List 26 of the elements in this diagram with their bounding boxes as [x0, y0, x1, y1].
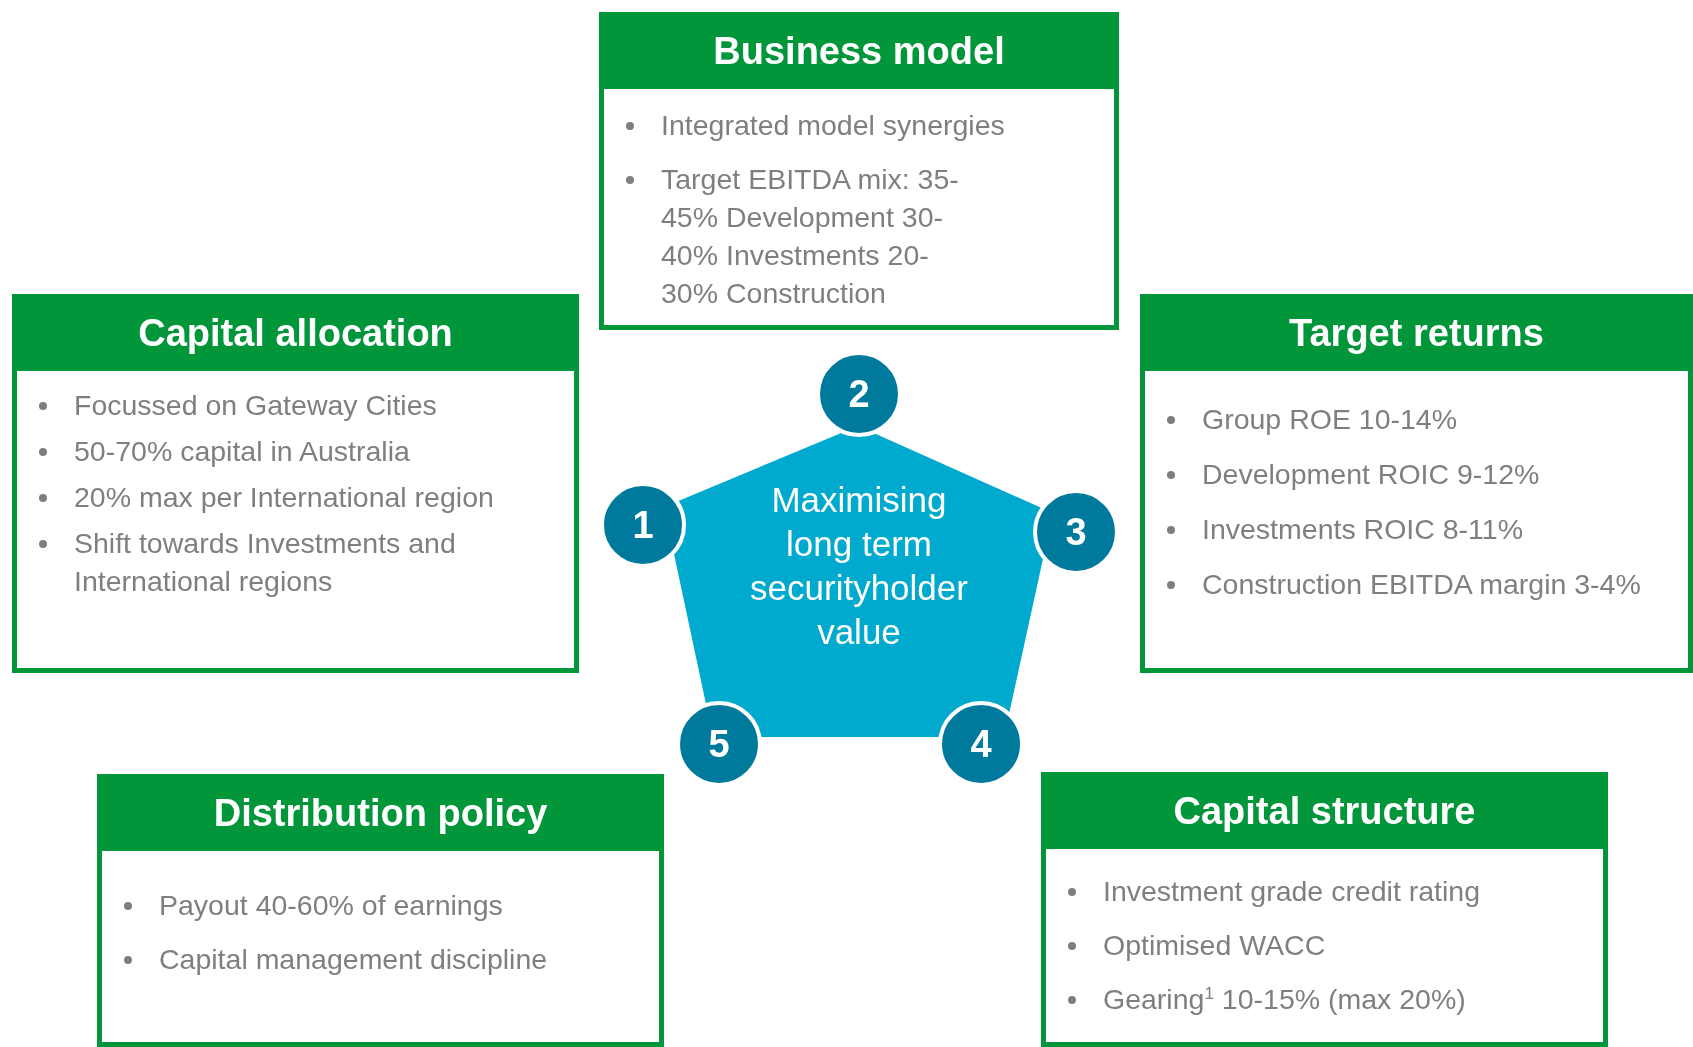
section-panel	[1140, 294, 1693, 673]
bullet-item: Payout 40-60% of earnings	[102, 886, 651, 924]
bullet-item: Focussed on Gateway Cities	[17, 386, 504, 424]
bullet-item: Group ROE 10-14%	[1145, 400, 1680, 438]
bullet-item: 20% max per International region	[17, 478, 504, 516]
panel-heading: Target returns	[1144, 298, 1689, 371]
bullet-item: Investment grade credit rating	[1046, 872, 1595, 910]
section-panel	[12, 294, 579, 673]
bullet-item: Target EBITDA mix: 35-45% Development 30-40% Investments 20-30% Construction	[604, 160, 971, 312]
bullet-item: 50-70% capital in Australia	[17, 432, 504, 470]
panel-heading: Capital structure	[1045, 776, 1604, 849]
center-label: Maximising long term securityholder value	[749, 479, 969, 653]
bullet-item: Integrated model synergies	[604, 106, 1106, 144]
bullet-item: Gearing$^{1}$ 10-15% (max 20%)	[1046, 980, 1595, 1018]
bullet-item: Optimised WACC	[1046, 926, 1595, 964]
section-panel	[599, 12, 1119, 330]
bullet-item: Shift towards Investments and International regions	[17, 524, 504, 600]
section-panel	[1041, 772, 1608, 1047]
panel-heading: Capital allocation	[16, 298, 575, 371]
bullet-item: Development ROIC 9-12%	[1145, 455, 1680, 493]
panel-heading: Distribution policy	[101, 778, 660, 851]
bullet-item: Capital management discipline	[102, 940, 651, 978]
bullet-item: Investments ROIC 8-11%	[1145, 510, 1680, 548]
bullet-item: Construction EBITDA margin 3-4%	[1145, 565, 1680, 603]
section-panel	[97, 774, 664, 1047]
panel-heading: Business model	[603, 16, 1115, 89]
